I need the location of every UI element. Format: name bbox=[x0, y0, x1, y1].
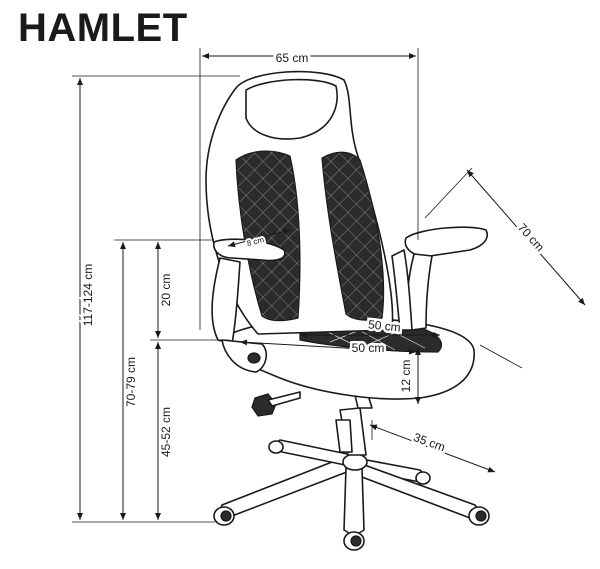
dim-seat-thickness-label: 12 cm bbox=[399, 360, 413, 393]
dim-base-radius-label: 35 cm bbox=[412, 430, 448, 454]
dim-seat-thickness: 12 cm bbox=[397, 348, 421, 404]
dim-depth-label: 70 cm bbox=[515, 220, 547, 254]
dim-armrest-above-seat-label: 20 cm bbox=[159, 274, 173, 307]
dim-seat-height-label: 45-52 cm bbox=[159, 407, 173, 457]
dim-seat-height: 45-52 cm bbox=[150, 339, 230, 520]
dim-width: 65 cm bbox=[199, 48, 419, 330]
chair-backrest bbox=[205, 70, 394, 335]
dim-armrest-height-label: 70-79 cm bbox=[124, 357, 138, 407]
dim-seat-width-label: 50 cm bbox=[352, 341, 385, 355]
chair-armrest-right bbox=[391, 226, 488, 331]
dim-total-height: 117-124 cm bbox=[72, 75, 240, 523]
dim-armrest-height: 70-79 cm bbox=[114, 239, 214, 520]
product-title: HAMLET bbox=[18, 6, 188, 50]
dim-seat-depth: 50 cm bbox=[300, 315, 440, 338]
dim-seat-depth-label: 50 cm bbox=[367, 317, 401, 334]
dim-width-label: 65 cm bbox=[276, 51, 309, 65]
dim-seat-width: 50 cm bbox=[239, 339, 417, 358]
dim-armrest-above-seat: 20 cm bbox=[155, 242, 176, 338]
chair-base bbox=[217, 439, 483, 537]
dim-total-height-label: 117-124 cm bbox=[81, 264, 95, 326]
chair-casters bbox=[213, 440, 490, 551]
